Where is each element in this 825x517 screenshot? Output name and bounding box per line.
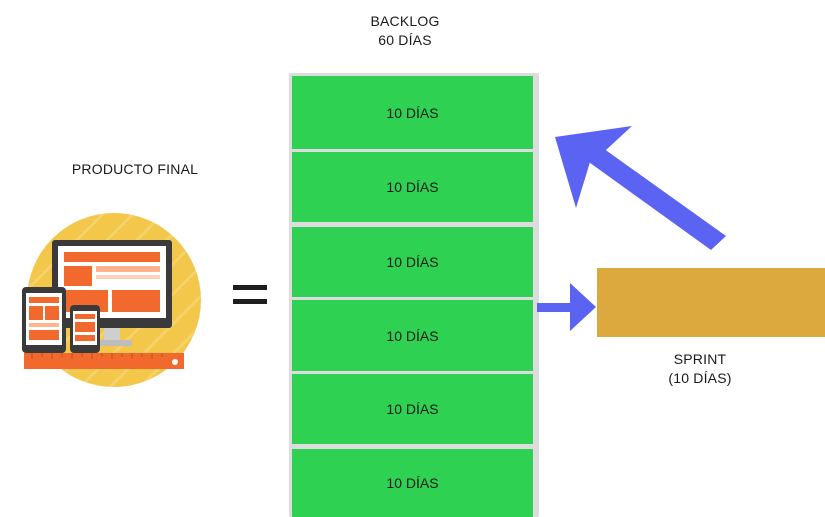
sprint-label: SPRINT (10 DÍAS) <box>640 350 760 388</box>
sprint-label-line1: SPRINT <box>673 351 727 367</box>
arrow-right-icon <box>537 283 596 331</box>
backlog-column: 10 DÍAS 10 DÍAS 10 DÍAS 10 DÍAS 10 DÍAS … <box>289 73 539 517</box>
product-final-label: PRODUCTO FINAL <box>71 161 199 177</box>
backlog-block: 10 DÍAS <box>292 227 533 297</box>
backlog-title-line1: BACKLOG <box>370 13 440 29</box>
devices-illustration <box>12 205 212 395</box>
backlog-block: 10 DÍAS <box>292 300 533 371</box>
backlog-block: 10 DÍAS <box>292 152 533 222</box>
sprint-box <box>597 268 825 337</box>
backlog-block: 10 DÍAS <box>292 449 533 517</box>
backlog-title-line2: 60 DÍAS <box>378 32 432 48</box>
backlog-title: BACKLOG 60 DÍAS <box>330 12 480 50</box>
equals-icon <box>233 285 269 307</box>
sprint-label-line2: (10 DÍAS) <box>668 370 732 386</box>
backlog-block: 10 DÍAS <box>292 76 533 149</box>
arrow-up-left-icon <box>555 126 726 250</box>
backlog-block: 10 DÍAS <box>292 374 533 444</box>
